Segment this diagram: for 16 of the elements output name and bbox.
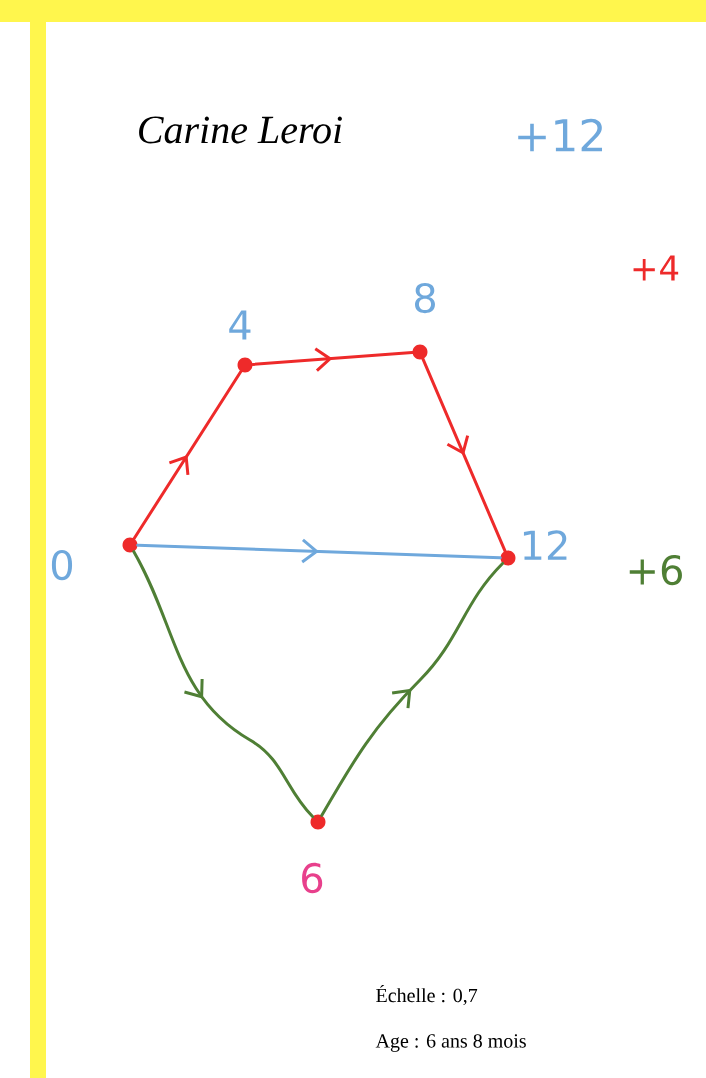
dot — [412, 344, 428, 360]
dot — [310, 814, 326, 830]
sum-label: +12 — [518, 118, 602, 152]
number-label: 4 — [229, 310, 251, 340]
handwritten-name: Carine Leroi — [139, 116, 342, 144]
note-text: Échelle : 0,7 — [376, 984, 478, 1006]
dot — [122, 537, 138, 553]
number-label: 0 — [51, 549, 73, 581]
note-text: Age : 6 ans 8 mois — [375, 1034, 526, 1052]
number-label: 12 — [523, 530, 567, 560]
number-label: 8 — [415, 282, 435, 314]
dot — [500, 550, 516, 566]
sum-label: +6 — [629, 554, 682, 586]
dot — [237, 357, 253, 373]
number-label: 6 — [302, 862, 323, 894]
sum-label: +4 — [633, 255, 679, 281]
